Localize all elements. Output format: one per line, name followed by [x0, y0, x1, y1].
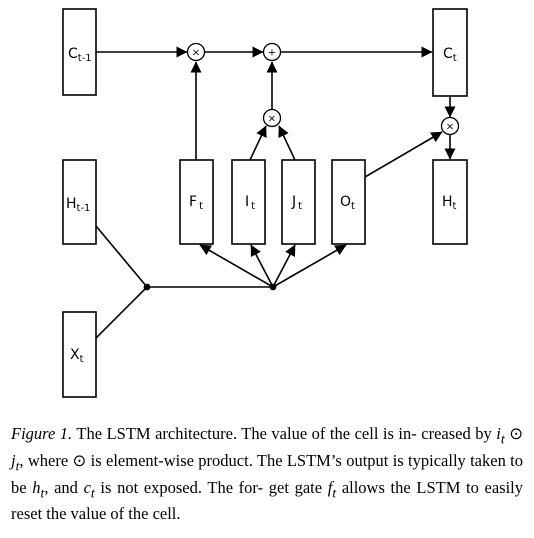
box-c-prev-sub: t-1 [78, 53, 92, 64]
caption-var-i: i [496, 424, 501, 443]
box-h-t: Ht [432, 159, 468, 245]
caption-var-j: j [11, 450, 16, 470]
svg-text:Ht: Ht [442, 194, 457, 212]
caption-line-4b: allows the LSTM to easily reset the valu… [11, 477, 524, 524]
box-f-t-sub: t [199, 201, 203, 212]
box-i-t-label: I [245, 194, 249, 210]
op-add-symbol: + [268, 48, 276, 59]
box-c-t: Ct [432, 8, 468, 97]
op-multiply-forget-symbol: × [192, 48, 200, 59]
junction-dot [143, 283, 151, 291]
svg-text:It: It [245, 194, 255, 212]
box-h-t-label: H [442, 194, 453, 210]
caption-sub-t5: t [332, 484, 337, 500]
arrow-ot-to-outmult [364, 131, 443, 178]
box-h-t-sub: t [453, 201, 457, 212]
op-multiply-input: × [262, 108, 282, 128]
caption-sub-t3: t [40, 484, 45, 500]
box-c-prev-label: C [68, 46, 78, 62]
op-add: + [262, 42, 282, 62]
figure-caption: Figure 1. The LSTM architecture. The val… [11, 423, 523, 525]
caption-line-1: The LSTM architecture. The value of the … [76, 424, 417, 443]
box-c-t-sub: t [453, 53, 457, 64]
caption-line-3c: is not exposed. The for- [94, 477, 264, 497]
caption-odot: ⊙ [504, 424, 524, 443]
caption-line-4a: get gate [268, 477, 328, 497]
caption-sub-t4: t [90, 484, 95, 500]
caption-var-h: h [32, 477, 41, 497]
arrow-hub-to-ot [272, 244, 347, 288]
line-xt-to-junction [95, 286, 148, 339]
box-f-t-label: F [189, 194, 197, 210]
box-o-t-label: O [340, 194, 351, 210]
caption-sub-t1: t [500, 431, 505, 447]
svg-text:Ct-1: Ct-1 [68, 46, 92, 64]
caption-line-3b: , and [44, 477, 84, 497]
arrow-it-to-inmult [249, 125, 267, 161]
arrow-hub-to-jt [272, 244, 296, 288]
caption-var-c: c [83, 477, 91, 497]
svg-text:Xt: Xt [70, 347, 84, 365]
box-h-prev: Ht-1 [62, 159, 97, 245]
box-x-t-label: X [70, 347, 80, 363]
arrow-hub-to-ft [199, 244, 274, 288]
caption-sub-t2: t [15, 458, 20, 474]
box-h-prev-sub: t-1 [77, 203, 91, 214]
box-j-t-label: J [291, 194, 296, 210]
svg-text:Ht-1: Ht-1 [66, 196, 90, 214]
caption-var-f: f [327, 477, 333, 497]
caption-line-2b: , where ⊙ is element-wise product. The L… [19, 450, 342, 470]
box-x-t-sub: t [80, 354, 84, 365]
hub-dot [269, 283, 277, 291]
svg-text:Jt: Jt [291, 194, 302, 212]
op-multiply-output-symbol: × [446, 122, 454, 133]
box-o-t: Ot [331, 159, 366, 245]
box-x-t: Xt [62, 311, 97, 398]
svg-text:Ot: Ot [340, 194, 355, 212]
line-hprev-to-junction [95, 225, 148, 288]
box-i-t-sub: t [251, 201, 255, 212]
box-j-t-sub: t [298, 201, 302, 212]
box-o-t-sub: t [351, 201, 355, 212]
box-h-prev-label: H [66, 196, 77, 212]
op-multiply-output: × [440, 116, 460, 136]
arrow-jt-to-inmult [278, 125, 296, 161]
box-c-t-label: C [443, 46, 453, 62]
arrow-hub-to-it [250, 244, 274, 288]
op-multiply-forget: × [186, 42, 206, 62]
op-multiply-input-symbol: × [268, 114, 276, 125]
box-c-prev: Ct-1 [62, 8, 97, 96]
svg-text:Ft: Ft [189, 194, 203, 212]
caption-line-2a: creased by [421, 424, 497, 443]
caption-label: Figure 1. [11, 424, 73, 443]
caption-line-3a: output is typically taken to be [11, 450, 523, 497]
svg-text:Ct: Ct [443, 46, 457, 64]
connections [95, 46, 456, 339]
